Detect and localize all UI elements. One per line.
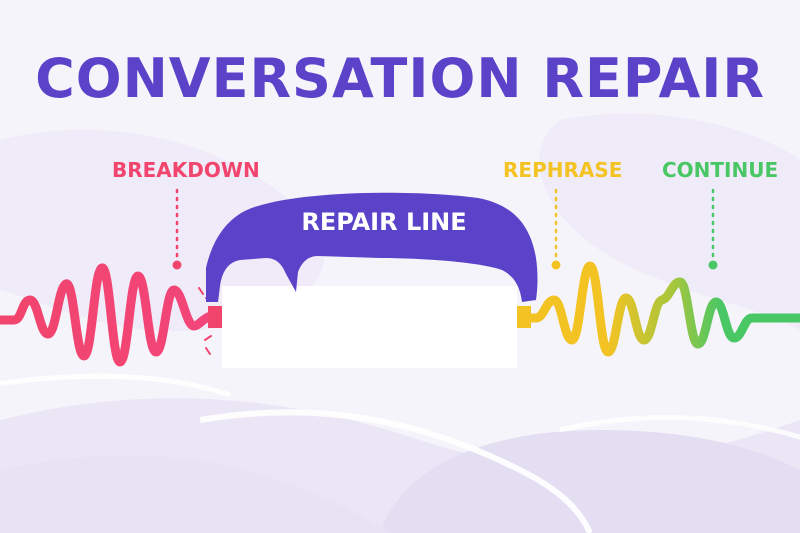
repair-line-banner (206, 192, 538, 302)
rephrase-continue-wave (512, 261, 800, 357)
rephrase-label: REPHRASE (503, 158, 623, 182)
repair-line-label: REPAIR LINE (301, 208, 466, 236)
page-title: CONVERSATION REPAIR (35, 47, 765, 110)
breakdown-label: BREAKDOWN (112, 158, 260, 182)
rephrase-wave-start (517, 306, 531, 328)
rephrase-connector (551, 188, 561, 270)
breakdown-wave-end (208, 306, 222, 328)
repair-gap (222, 286, 517, 368)
continue-connector (708, 188, 718, 270)
continue-label: CONTINUE (662, 158, 779, 182)
breakdown-wave (0, 263, 227, 367)
breakdown-connector (172, 188, 182, 270)
